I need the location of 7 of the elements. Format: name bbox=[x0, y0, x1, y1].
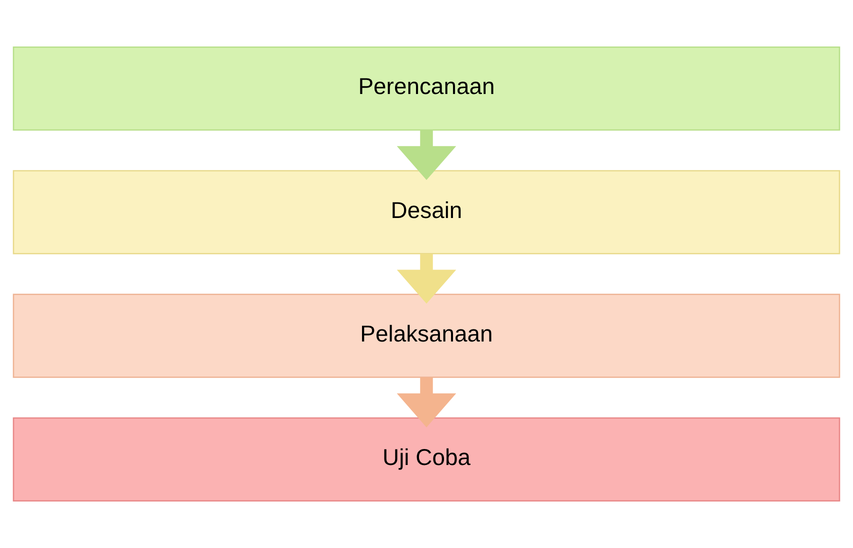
node-box: Desain bbox=[12, 170, 840, 254]
arrow bbox=[396, 377, 456, 428]
node-box: Uji Coba bbox=[12, 417, 840, 502]
node-box: Pelaksanaan bbox=[12, 294, 840, 378]
arrow bbox=[396, 130, 456, 180]
arrow bbox=[396, 254, 456, 304]
node-box: Perencanaan bbox=[12, 46, 840, 131]
